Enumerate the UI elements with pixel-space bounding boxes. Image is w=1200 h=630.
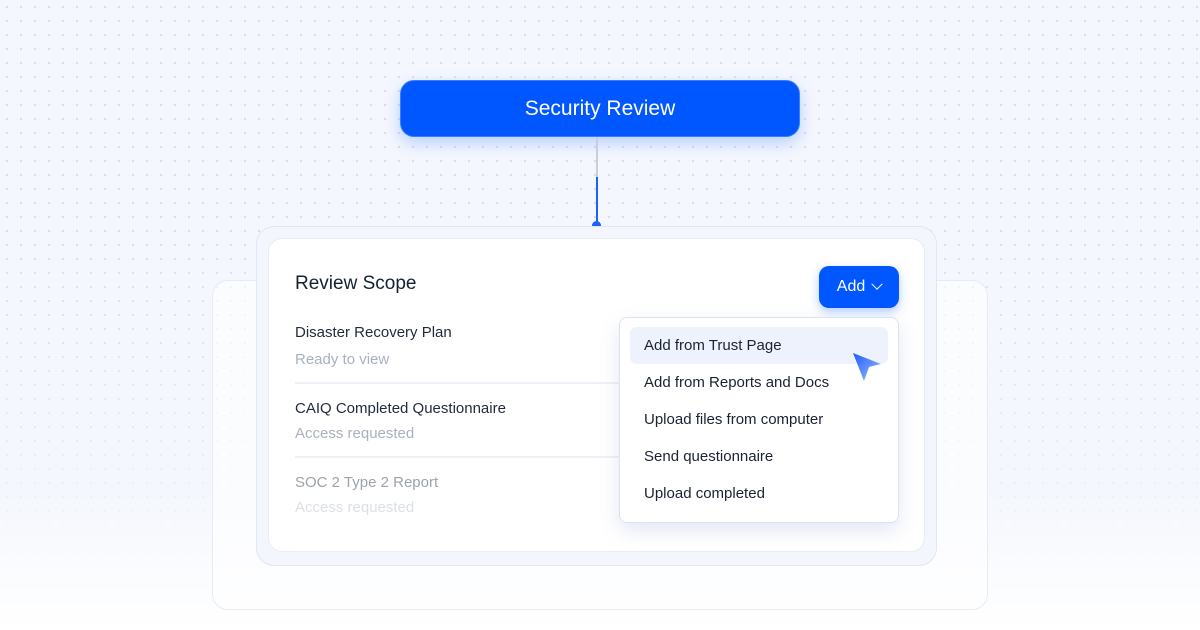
menu-item-upload-files[interactable]: Upload files from computer (644, 411, 824, 428)
item-status: Access requested (295, 499, 415, 516)
add-label: Add (836, 278, 866, 295)
menu-item-send-questionnaire[interactable]: Send questionnaire (644, 448, 774, 465)
menu-item-add-from-reports[interactable]: Add from Reports and Docs (644, 374, 830, 391)
chevron-down-icon (871, 278, 883, 290)
divider (295, 456, 625, 458)
connector-dot (592, 221, 601, 230)
item-name: CAIQ Completed Questionnaire (295, 400, 506, 417)
menu-item-add-from-trust-page[interactable]: Add from Trust Page (630, 327, 888, 364)
item-status: Ready to view (295, 351, 390, 368)
cursor-pointer-icon (853, 353, 881, 381)
divider (295, 382, 625, 384)
connector-line (596, 137, 598, 177)
item-name: Disaster Recovery Plan (295, 324, 452, 341)
item-status: Access requested (295, 425, 415, 442)
add-dropdown-menu: Add from Trust Page Add from Reports and… (619, 317, 899, 523)
item-name: SOC 2 Type 2 Report (295, 474, 439, 491)
menu-item-upload-completed[interactable]: Upload completed (644, 485, 765, 502)
add-button[interactable]: Add (819, 266, 899, 308)
card-title: Review Scope (295, 273, 417, 294)
connector-line-active (596, 177, 598, 225)
security-review-node[interactable]: Security Review (400, 80, 800, 137)
